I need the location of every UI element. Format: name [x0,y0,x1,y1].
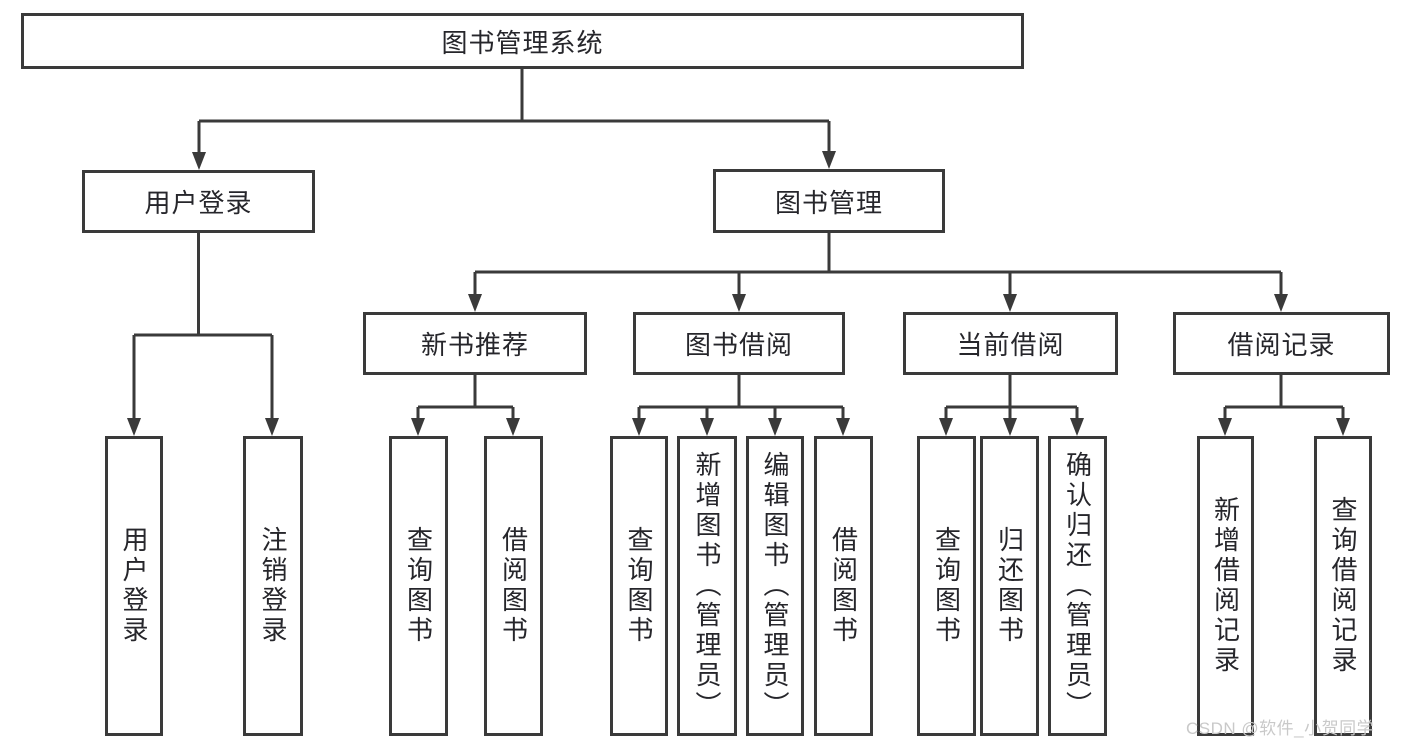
node-book-management: 图书管理 [713,169,945,233]
node-label: 查询图书 [403,526,434,646]
node-label: 新增借阅记录 [1210,496,1241,676]
node-label: 图书管理 [774,187,883,218]
leaf-query-books-borrowing: 查询图书 [610,436,668,736]
node-label: 借阅记录 [1227,330,1336,360]
node-book-borrowing: 图书借阅 [633,312,845,375]
node-label: 查询借阅记录 [1328,496,1358,676]
leaf-return-book: 归还图书 [980,436,1039,736]
node-root-system: 图书管理系统 [21,13,1024,69]
leaf-borrow-books-borrowing: 借阅图书 [814,436,873,736]
node-label: 借阅图书 [498,526,529,646]
csdn-watermark: CSDN @软件_小贺同学 [1186,719,1375,738]
leaf-confirm-return-admin: 确认归还（管理员） [1048,436,1107,736]
leaf-user-login: 用户登录 [105,436,163,736]
node-label: 用户登录 [119,526,149,646]
node-label: 借阅图书 [828,526,859,646]
node-label: 用户登录 [144,188,253,218]
node-label: 图书管理系统 [441,27,604,58]
node-label: 归还图书 [994,526,1025,646]
leaf-query-books-current: 查询图书 [917,436,976,736]
leaf-logout: 注销登录 [243,436,303,736]
node-user-login: 用户登录 [82,170,315,233]
node-label: 确认归还（管理员） [1062,451,1093,721]
node-label: 当前借阅 [956,330,1065,360]
leaf-add-borrow-record: 新增借阅记录 [1197,436,1254,736]
node-current-borrowing: 当前借阅 [903,312,1118,375]
leaf-add-book-admin: 新增图书（管理员） [677,436,737,736]
node-label: 注销登录 [258,526,288,646]
arrowhead-icon [127,151,1350,436]
node-new-book-recommendation: 新书推荐 [363,312,587,375]
node-label: 查询图书 [624,526,654,646]
leaf-query-borrow-record: 查询借阅记录 [1314,436,1372,736]
leaf-edit-book-admin: 编辑图书（管理员） [746,436,804,736]
leaf-query-books-recommendation: 查询图书 [389,436,448,736]
node-borrowing-records: 借阅记录 [1173,312,1390,375]
node-label: 新增图书（管理员） [692,451,722,721]
leaf-borrow-books-recommendation: 借阅图书 [484,436,543,736]
node-label: 新书推荐 [420,330,529,360]
node-label: 编辑图书（管理员） [760,451,790,721]
node-label: 图书借阅 [684,330,793,360]
node-label: 查询图书 [931,526,962,646]
